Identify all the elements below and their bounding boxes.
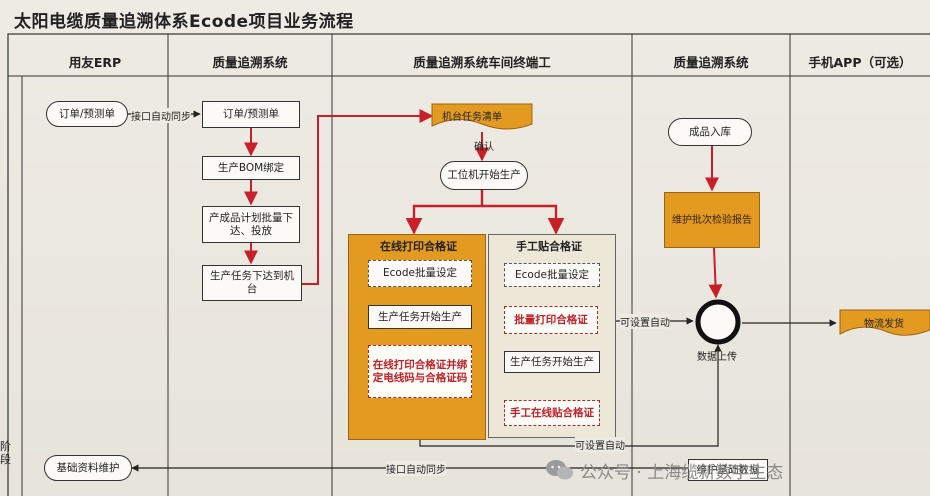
start-production-node: 工位机开始生产 [440,161,528,190]
online-panel-title: 在线打印合格证 [380,240,457,253]
manual-panel-title: 手工贴合格证 [516,240,582,253]
lane-header-qts-2: 质量追溯系统 [673,54,749,70]
ecode-setting-manual: Ecode批量设定 [504,263,600,287]
manual-apply-node: 手工在线贴合格证 [504,400,600,426]
data-upload-hub [695,299,741,345]
arrow-report-hub [708,247,723,299]
data-upload-label: 数据上传 [697,352,737,363]
arrow-start-online [405,190,484,235]
task-list-shape [431,103,533,130]
frame-border [7,33,930,496]
auto-label-2: 可设置自动 [575,437,625,452]
arrow-task-list [302,109,434,285]
task-issue-node: 生产任务下达到机台 [202,265,302,301]
ecode-setting-online: Ecode批量设定 [368,260,472,287]
task-list-label: 机台任务清单 [442,112,502,123]
auto-label-1: 可设置自动 [620,314,670,329]
online-print-bind-node: 在线打印合格证并绑定电线码与合格证码 [368,345,472,398]
base-maintenance-node: 基础资料维护 [44,455,132,481]
arrow-start-manual [482,204,565,235]
batch-print-node: 批量打印合格证 [504,306,598,334]
logistics-label: 物流发货 [864,319,904,330]
bom-binding-node: 生产BOM绑定 [202,156,300,180]
erp-sync-label: 接口自动同步 [131,108,191,123]
qts-order-node: 订单/预测单 [202,101,300,128]
side-label: 阶段 [0,440,11,466]
production-start-online: 生产任务开始生产 [368,305,472,329]
lane-header-qts: 质量追溯系统 [212,54,288,70]
inspection-report-node: 维护批次检验报告 [664,192,760,248]
lane-header-terminal: 质量追溯系统车间终端工 [413,54,551,70]
plan-release-node: 产成品计划批量下达、投放 [202,206,300,243]
confirm-label: 确认 [474,142,494,153]
production-start-manual: 生产任务开始生产 [504,351,600,373]
lane-header-erp: 用友ERP [68,54,122,70]
watermark-text: 公众号 · 上海缆新数字生态 [580,463,784,483]
basic-data-maint-node: 维护基础数据 [688,459,768,481]
erp-order-node: 订单/预测单 [46,101,128,127]
wechat-logo-icon [546,460,573,480]
warehouse-node: 成品入库 [668,118,752,146]
diagram-title: 太阳电缆质量追溯体系Ecode项目业务流程 [14,12,354,32]
logistics-shape [839,309,930,336]
bottom-sync-label: 接口自动同步 [386,461,446,476]
lane-header-app: 手机APP（可选） [808,54,912,70]
